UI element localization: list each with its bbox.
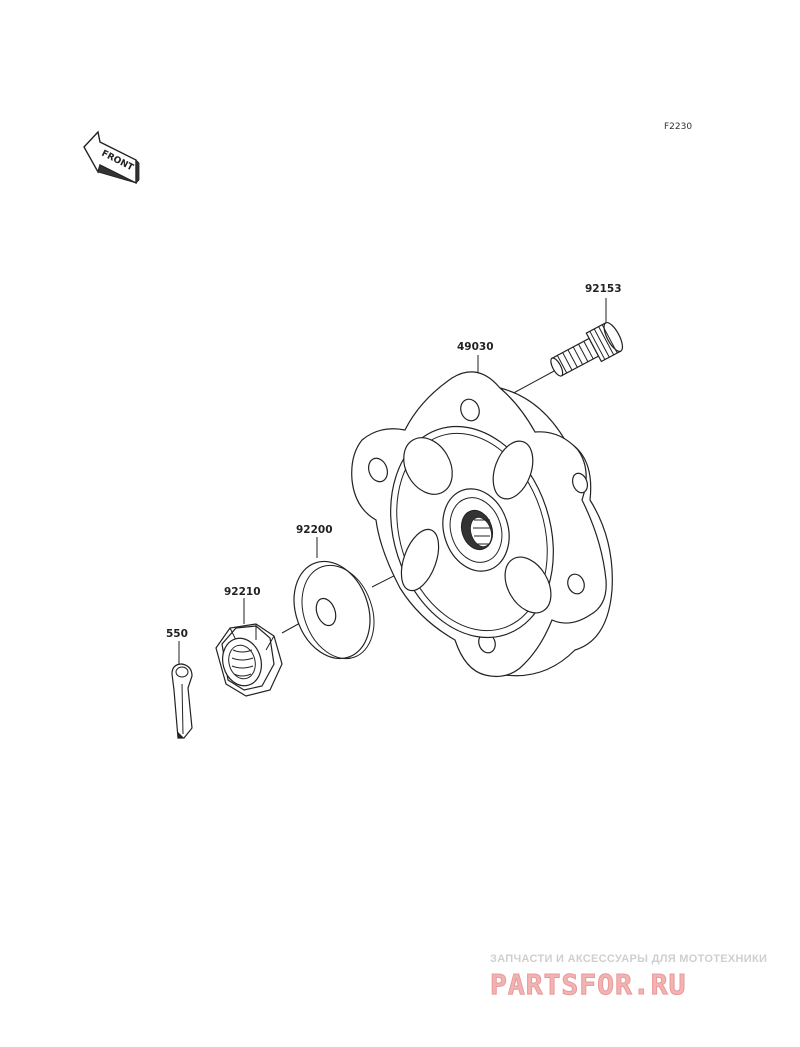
hub-icon (351, 371, 613, 678)
part-label-92153: 92153 (585, 283, 622, 295)
front-arrow-icon: FRONT (83, 130, 140, 185)
watermark: ЗАПЧАСТИ И АКСЕССУАРЫ ДЛЯ МОТОТЕХНИКИ PA… (490, 953, 767, 1002)
watermark-logo: PARTSFOR.RU (490, 968, 686, 1001)
wheel-stud-icon (550, 321, 624, 377)
diagram-code: F2230 (664, 122, 692, 132)
watermark-tagline: ЗАПЧАСТИ И АКСЕССУАРЫ ДЛЯ МОТОТЕХНИКИ (490, 953, 767, 965)
nut-icon (215, 623, 283, 697)
part-label-550: 550 (166, 628, 188, 640)
part-label-92210: 92210 (224, 586, 261, 598)
cotter-pin-icon (171, 663, 193, 739)
part-label-92200: 92200 (296, 524, 333, 536)
washer-icon (293, 560, 375, 660)
part-label-49030: 49030 (457, 341, 494, 353)
